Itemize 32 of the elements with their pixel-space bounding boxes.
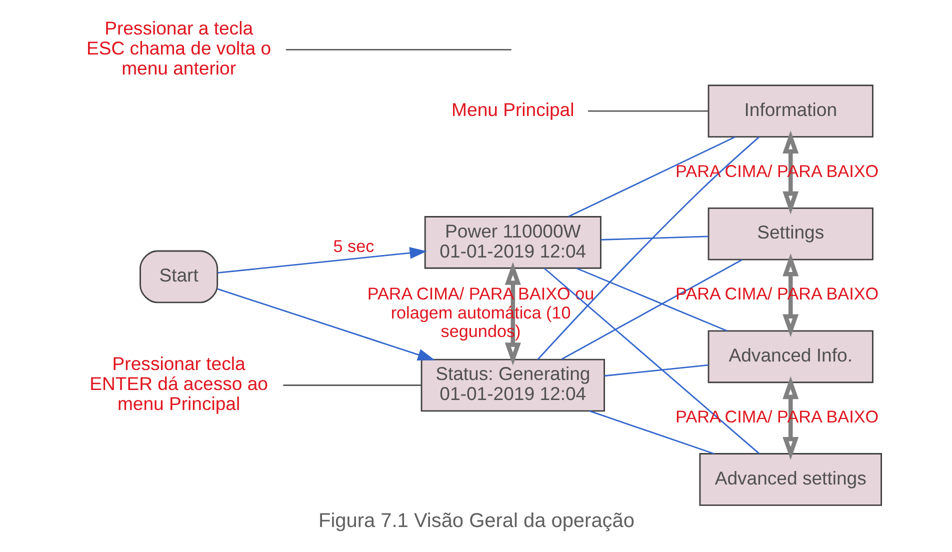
arrow: [782, 376, 798, 460]
connector: [604, 364, 708, 377]
connector: [560, 259, 742, 360]
connector: [282, 384, 421, 386]
caption: Figura 7.1 Visão Geral da operação: [318, 510, 634, 532]
connector: [588, 110, 708, 112]
connector: [536, 136, 760, 360]
node-text: Pressionar a tecla ESC chama de volta o menu anterior: [86, 18, 271, 79]
node-text: Menu Principal: [451, 98, 574, 120]
node-box: Start: [139, 250, 218, 304]
node-box: Advanced Info.: [707, 330, 873, 384]
connector: [285, 48, 511, 50]
edge-label: PARA CIMA/ PARA BAIXO: [675, 160, 878, 181]
edge-label: PARA CIMA/ PARA BAIXO: [675, 284, 878, 304]
arrow: [782, 253, 798, 338]
arrow: [217, 246, 426, 274]
arrow: [216, 288, 434, 360]
node-box: Advanced settings: [698, 453, 882, 506]
connector: [588, 410, 714, 454]
connector: [600, 236, 708, 240]
edge-label: 5 sec: [332, 236, 374, 256]
connector: [543, 268, 760, 454]
node-text: Pressionar tecla ENTER dá acesso ao menu Principal: [89, 353, 268, 414]
node-box: Settings: [707, 207, 873, 260]
connector: [568, 136, 735, 218]
arrow: [782, 130, 798, 214]
node-box: Information: [707, 84, 873, 138]
node-box: Status: Generating 01-01-2019 12:04: [420, 358, 604, 412]
node-box: Power 110000W 01-01-2019 12:04: [424, 216, 601, 269]
arrow: [504, 262, 520, 366]
connector: [576, 268, 727, 332]
edge-label: PARA CIMA/ PARA BAIXO: [675, 406, 878, 426]
